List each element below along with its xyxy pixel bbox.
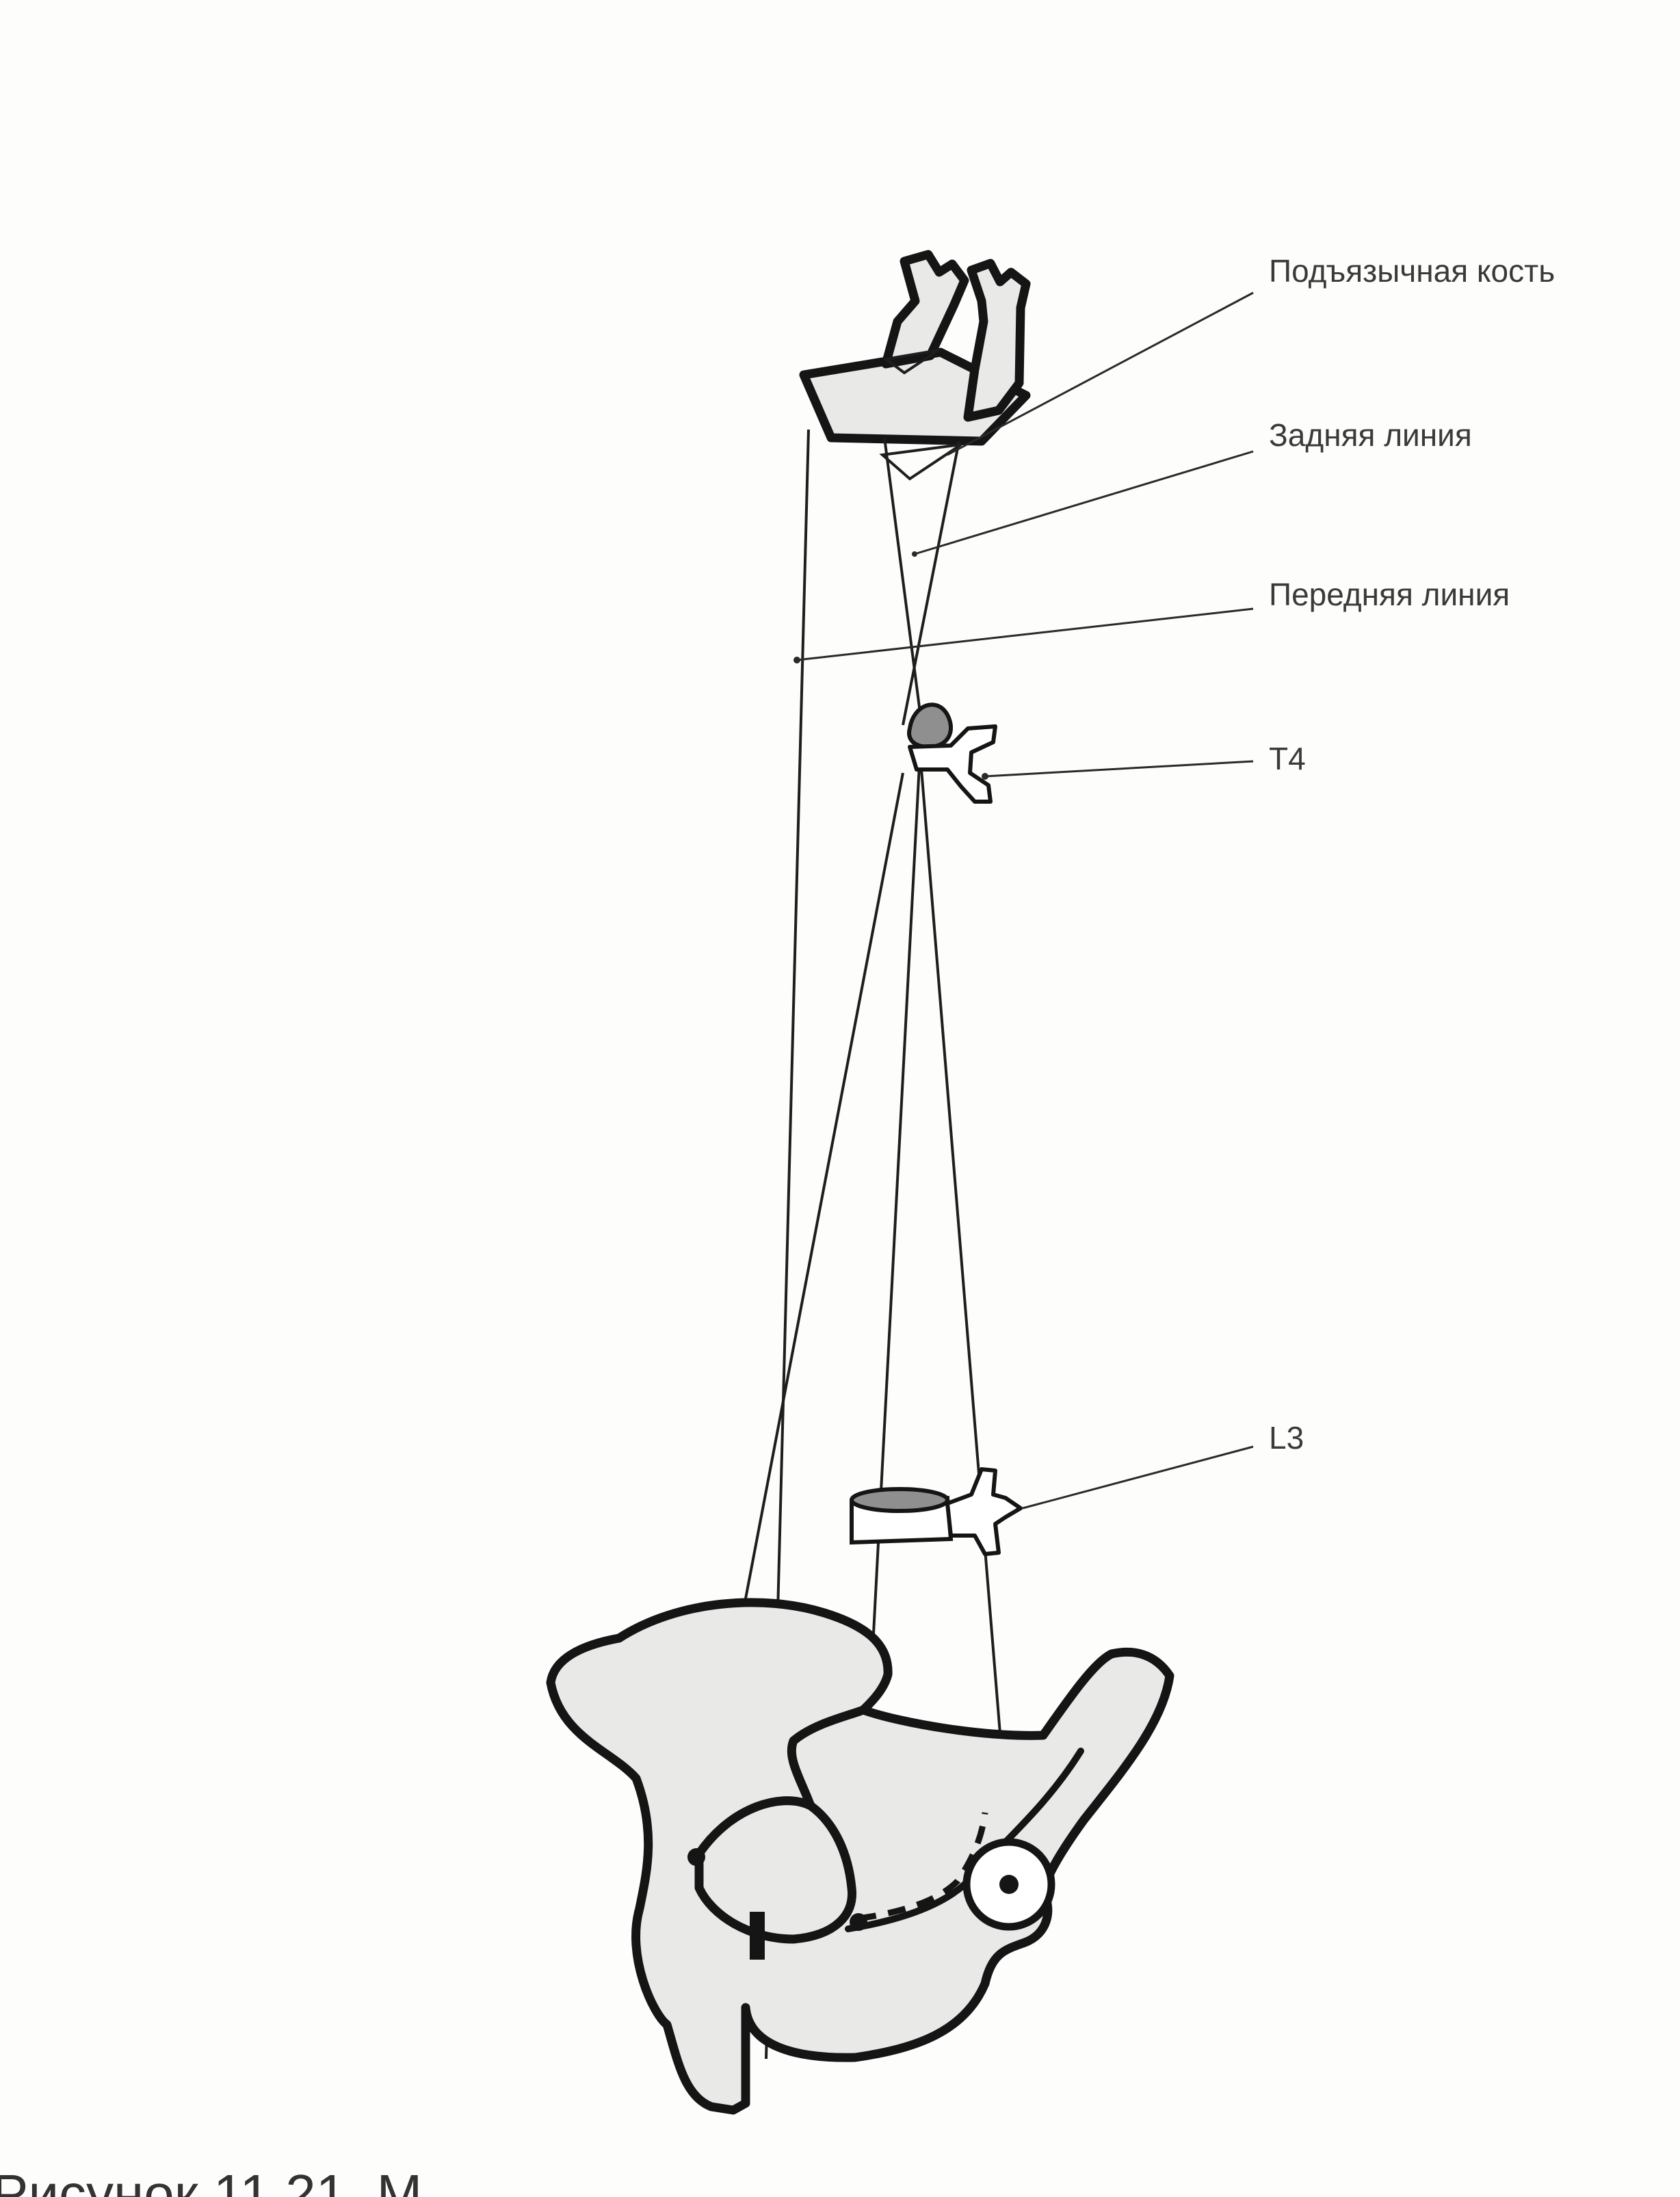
obturator-region <box>694 1796 857 1944</box>
label-posterior-line: Задняя линия <box>1269 417 1472 453</box>
sacral-promontory-point <box>687 1848 705 1866</box>
anterior-line-right <box>902 440 960 726</box>
figure-caption-fragment: Рисунок 11.21. М <box>0 2163 422 2197</box>
mandible <box>799 250 1031 481</box>
label-l3: L3 <box>1269 1420 1304 1456</box>
t4-marker <box>982 773 988 780</box>
l3-vertebra <box>850 1467 1023 1556</box>
iliac-bone <box>546 1598 1174 2115</box>
mandible-left-ramus <box>881 250 969 369</box>
leader-anterior-line <box>796 607 1254 661</box>
mandible-inner-triangle <box>882 349 940 375</box>
mandible-right-ramus <box>963 259 1031 422</box>
sacrum-curve <box>787 1705 865 1808</box>
line-to-acetabulum <box>919 752 1014 1885</box>
anterior-line-marker <box>793 657 800 663</box>
pubic-symphysis-mark <box>750 1912 765 1960</box>
l3-processes <box>945 1467 1023 1556</box>
posterior-line-marker <box>912 551 917 557</box>
anterior-line-left <box>883 437 925 739</box>
acetabulum-center-point <box>999 1875 1019 1894</box>
l3-vertebral-body-top <box>850 1487 949 1513</box>
leader-l3 <box>1022 1445 1254 1510</box>
t4-processes <box>908 724 997 804</box>
label-t4: T4 <box>1269 741 1306 776</box>
leader-posterior-line <box>914 450 1254 555</box>
leader-hyoid <box>947 291 1254 456</box>
label-anterior-line: Передняя линия <box>1269 577 1510 612</box>
hyoid-bone <box>879 443 962 481</box>
label-hyoid: Подъязычная кость <box>1269 253 1555 289</box>
pelvis <box>546 1598 1174 2115</box>
leader-lines <box>793 291 1254 1510</box>
dashed-line <box>858 1812 988 1922</box>
t4-vertebra <box>907 702 997 804</box>
leader-t4 <box>984 760 1254 778</box>
t4-vertebral-body <box>907 702 953 750</box>
ischium-point <box>850 1913 867 1931</box>
labels: Подъязычная кость Задняя линия Передняя … <box>1269 253 1555 1456</box>
